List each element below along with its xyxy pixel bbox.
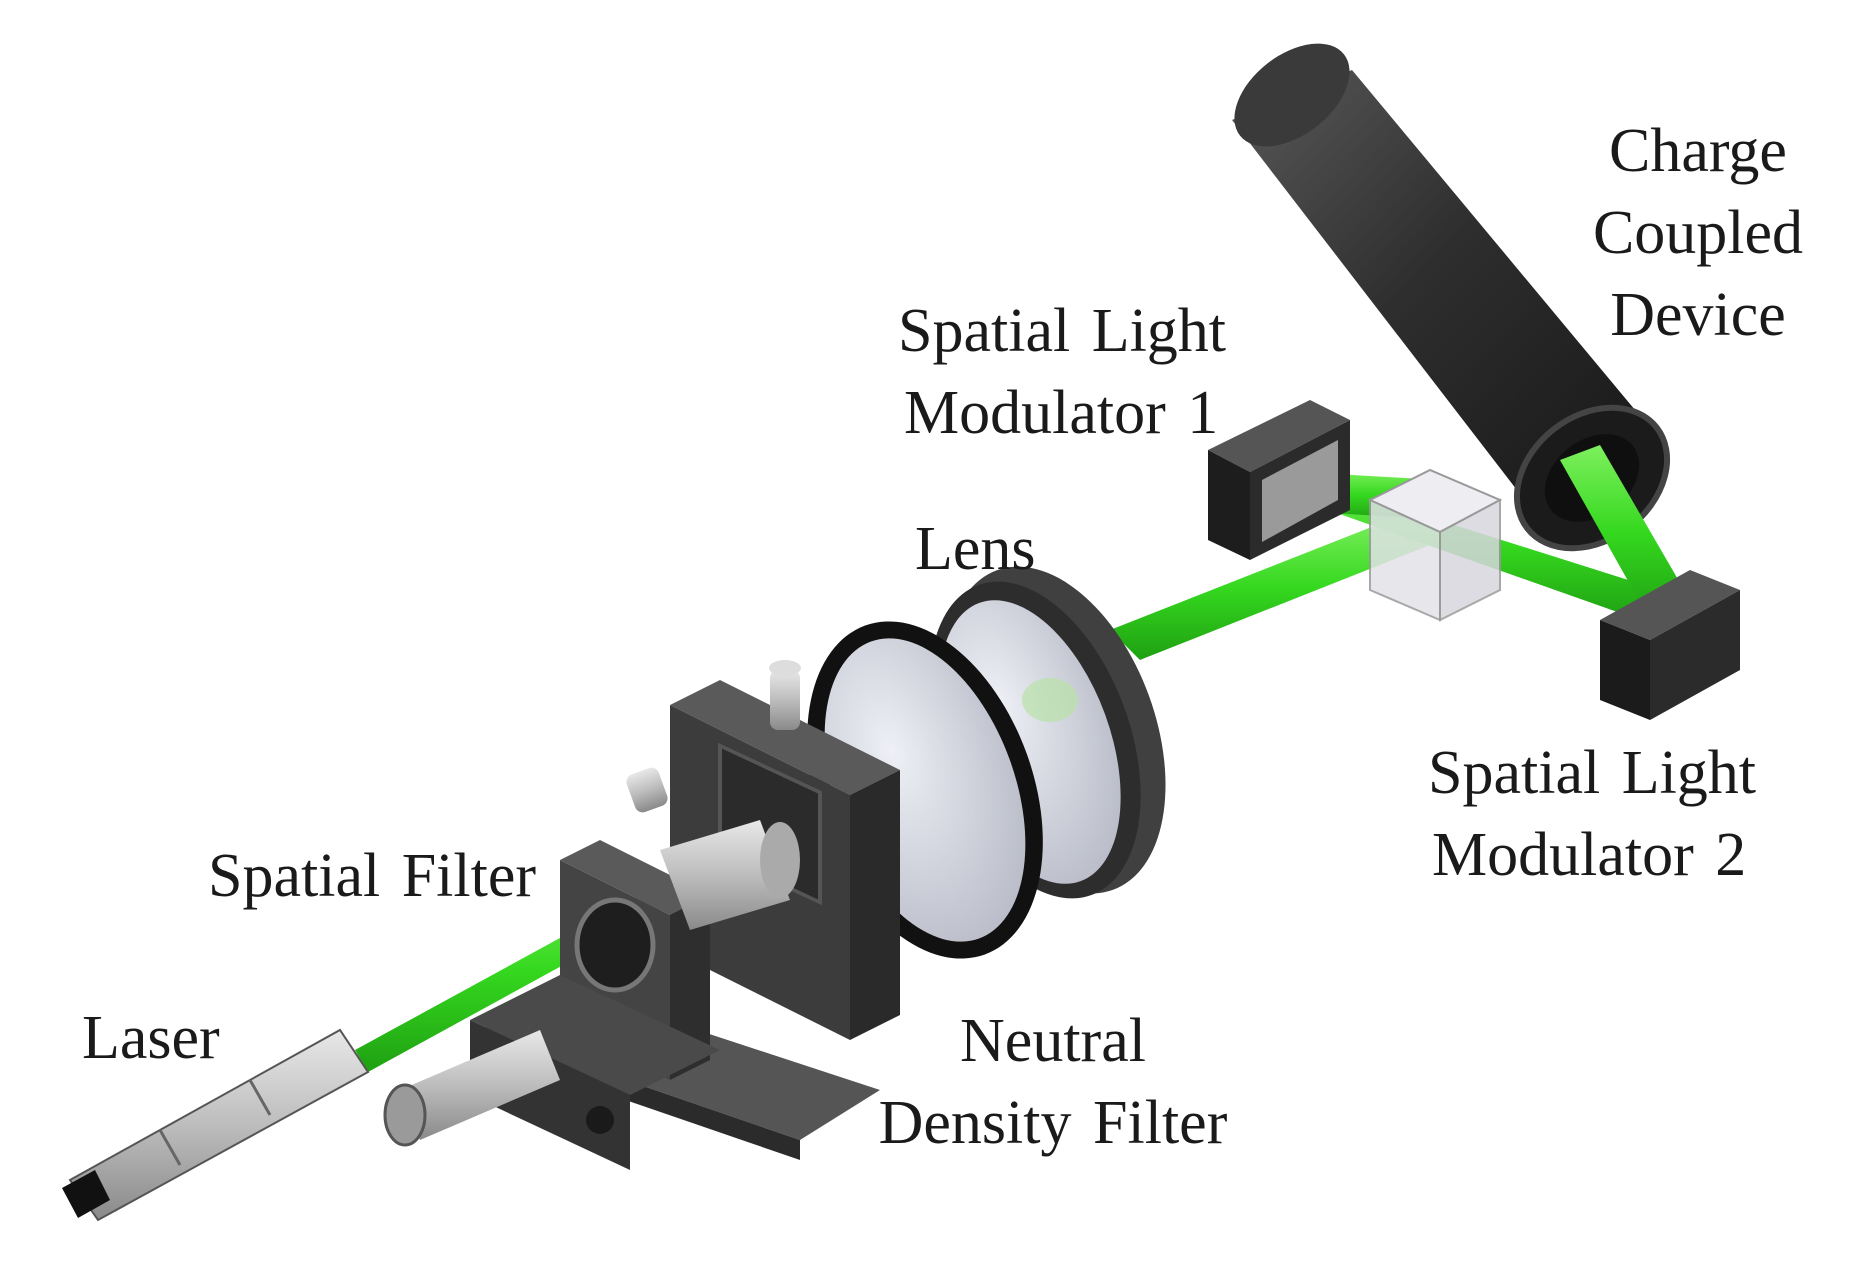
slm2-label-line-2: Modulator 2 [1432,821,1747,889]
ccd-label-line-2: Coupled [1592,199,1804,267]
spatial-filter-label: Spatial Filter [208,835,536,917]
nd-filter-label: Neutral Density Filter [858,1000,1248,1164]
slm2-label: Spatial Light Modulator 2 [1428,732,1756,896]
slm1-label-line-1: Spatial Light [898,297,1227,365]
laser-pointer [62,1028,370,1222]
ccd-label-line-1: Charge [1609,117,1787,185]
slm2-label-line-1: Spatial Light [1428,739,1757,807]
spatial-light-modulator-1 [1208,400,1350,560]
lens-label: Lens [915,508,1036,590]
laser-label-text: Laser [82,1004,220,1072]
nd-filter-label-line-2: Density Filter [878,1089,1228,1157]
slm1-label-line-2: Modulator 1 [904,379,1219,447]
spatial-filter-label-text: Spatial Filter [208,842,537,910]
beam-splitter-cube [1367,468,1503,622]
ccd-label: Charge Coupled Device [1568,110,1828,356]
spatial-light-modulator-2 [1600,570,1740,720]
nd-filter-label-line-1: Neutral [960,1007,1146,1075]
laser-label: Laser [82,997,220,1079]
lens-label-text: Lens [915,515,1036,583]
slm1-label: Spatial Light Modulator 1 [898,290,1226,454]
ccd-label-line-3: Device [1610,281,1786,349]
spatial-filter-mount [383,660,900,1170]
